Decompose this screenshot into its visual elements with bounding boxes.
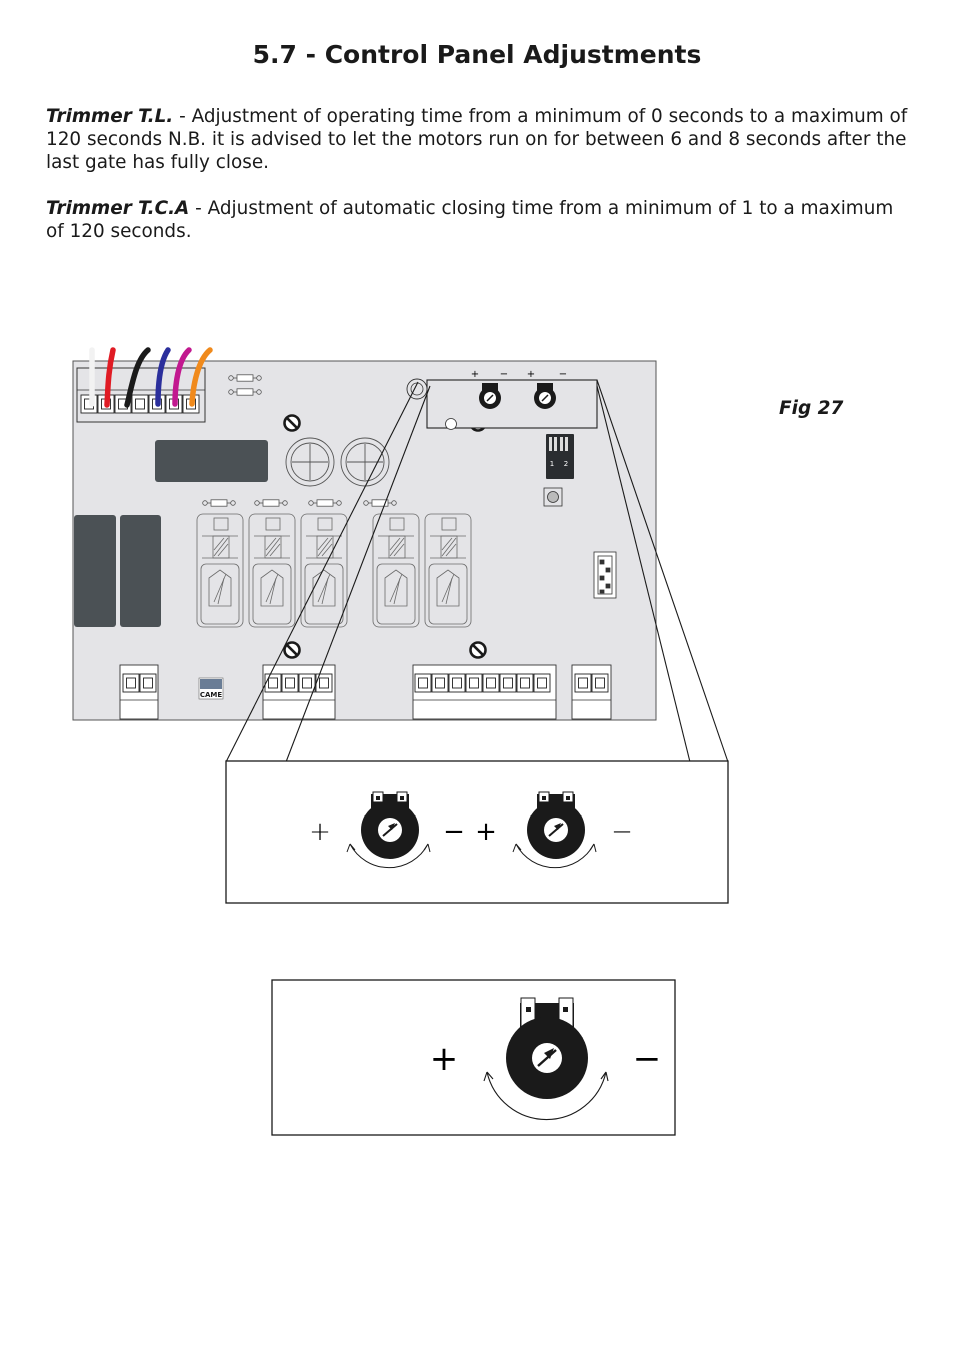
trimmer-tl-text: - Adjustment of operating time from a mi…: [46, 106, 908, 173]
trimmer-tca-paragraph: Trimmer T.C.A - Adjustment of automatic …: [46, 197, 916, 243]
figure-label: Fig 27: [779, 398, 844, 419]
board-trimmer-tl: [479, 383, 501, 409]
wire-red: [104, 347, 116, 408]
wires: [89, 347, 213, 408]
board-sign-4: −: [559, 369, 567, 380]
trimmer-tca-text: - Adjustment of automatic closing time f…: [46, 198, 894, 242]
zoom2-minus: −: [633, 1039, 662, 1079]
zoom-box-single-trimmer: + −: [271, 979, 676, 1136]
dip-label-2: 2: [564, 460, 568, 468]
trimmer-tca-label: Trimmer T.C.A: [46, 198, 190, 219]
zoom-box-two-trimmers: + − + −: [225, 760, 729, 904]
trimmer-tl-label: Trimmer T.L.: [46, 106, 174, 127]
wire-blue: [155, 347, 171, 407]
zoom2-trimmer: [483, 997, 609, 1121]
display-block: [155, 440, 268, 482]
board-trimmer-tca: [534, 383, 556, 409]
bottom-terminals: [119, 664, 612, 720]
side-connector: [593, 551, 617, 599]
transformer-left: [74, 515, 116, 627]
zoom1-trimmer-tl: [346, 791, 431, 869]
zoom-lines: [225, 379, 729, 763]
zoom1-plus-left: +: [309, 817, 331, 847]
zoom1-minus-right: −: [611, 817, 633, 847]
wire-orange: [189, 347, 213, 407]
dip-label-1: 1: [550, 460, 554, 468]
control-board: + − + − 1: [72, 347, 657, 721]
wire-black: [124, 347, 151, 408]
wire-magenta: [172, 347, 192, 407]
came-logo: CAME: [198, 677, 224, 700]
push-button: [543, 487, 563, 507]
board-sign-2: −: [500, 369, 508, 380]
board-sign-1: +: [471, 369, 479, 380]
page-title: 5.7 - Control Panel Adjustments: [252, 40, 702, 69]
zoom2-plus: +: [430, 1039, 459, 1079]
zoom1-trimmer-tca: [512, 791, 597, 869]
dip-switch: 1 2: [546, 434, 574, 479]
transformer-right: [120, 515, 161, 627]
board-sign-3: +: [527, 369, 535, 380]
trimmer-tl-paragraph: Trimmer T.L. - Adjustment of operating t…: [46, 105, 916, 174]
zoom1-plus-right: +: [475, 817, 497, 847]
wire-terminal-block: [76, 367, 206, 423]
zoom1-minus-left: −: [443, 817, 465, 847]
svg-text:CAME: CAME: [200, 691, 223, 699]
